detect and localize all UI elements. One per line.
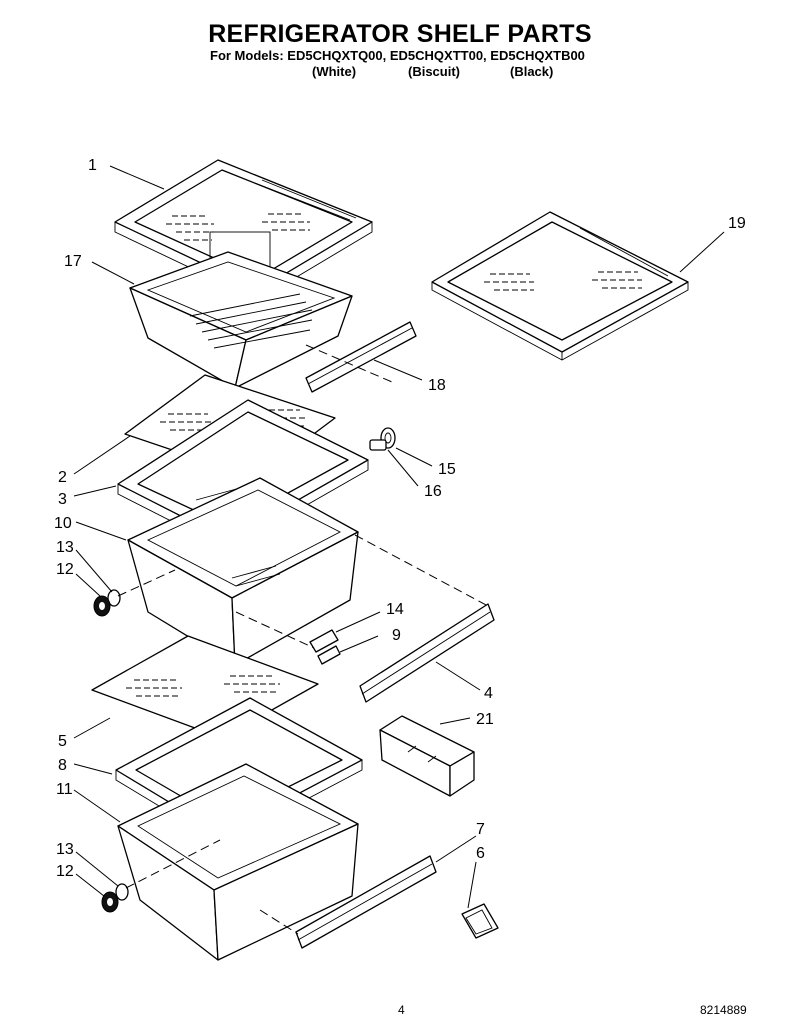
front-trim-part-7 — [295, 855, 437, 949]
models-line: For Models: ED5CHQXTQ00, ED5CHQXTT00, ED… — [210, 48, 585, 63]
roller-part-13-upper — [107, 589, 121, 607]
callout-15: 15 — [438, 461, 456, 478]
clip-part-9 — [317, 645, 341, 665]
callout-3: 3 — [58, 491, 67, 508]
callout-7: 7 — [476, 821, 485, 838]
callout-6: 6 — [476, 845, 485, 862]
leader-lines — [73, 165, 725, 909]
callout-21: 21 — [476, 711, 494, 728]
document-number: 8214889 — [700, 1003, 747, 1017]
callout-8: 8 — [58, 757, 67, 774]
clip-part-6 — [461, 903, 499, 939]
glass-shelf-part-19 — [431, 211, 689, 361]
callout-5: 5 — [58, 733, 67, 750]
front-trim-part-18 — [305, 321, 417, 393]
screw-part-12-upper — [93, 595, 111, 617]
roller-part-13-lower — [115, 883, 129, 901]
screw-part-12-lower — [101, 891, 119, 913]
callout-labels: 1 17 19 18 2 3 15 16 10 13 12 14 9 4 21 … — [54, 157, 746, 880]
callout-17: 17 — [64, 253, 82, 270]
page-number: 4 — [398, 1003, 405, 1017]
callout-12-upper: 12 — [56, 561, 74, 578]
assembly-guides — [117, 344, 489, 935]
callout-1: 1 — [88, 157, 97, 174]
callout-16: 16 — [424, 483, 442, 500]
callout-9: 9 — [392, 627, 401, 644]
crisper-pan-part-10 — [127, 477, 359, 666]
callout-18: 18 — [428, 377, 446, 394]
axle-part-16 — [369, 439, 387, 451]
clip-part-14 — [309, 629, 339, 653]
front-trim-part-4 — [359, 603, 495, 703]
callout-2: 2 — [58, 469, 67, 486]
crisper-pan-part-11 — [117, 763, 359, 961]
finish-biscuit: (Biscuit) — [408, 64, 460, 79]
bin-part-21 — [379, 715, 475, 797]
callout-13-upper: 13 — [56, 539, 74, 556]
callout-19: 19 — [728, 215, 746, 232]
callout-10: 10 — [54, 515, 72, 532]
page-title: REFRIGERATOR SHELF PARTS — [208, 20, 592, 48]
callout-12-lower: 12 — [56, 863, 74, 880]
callout-4: 4 — [484, 685, 493, 702]
crisper-pan-part-17 — [129, 251, 353, 389]
callout-13-lower: 13 — [56, 841, 74, 858]
finish-white: (White) — [312, 64, 357, 79]
callout-14: 14 — [386, 601, 404, 618]
finish-black: (Black) — [510, 64, 554, 79]
callout-11: 11 — [56, 781, 73, 798]
